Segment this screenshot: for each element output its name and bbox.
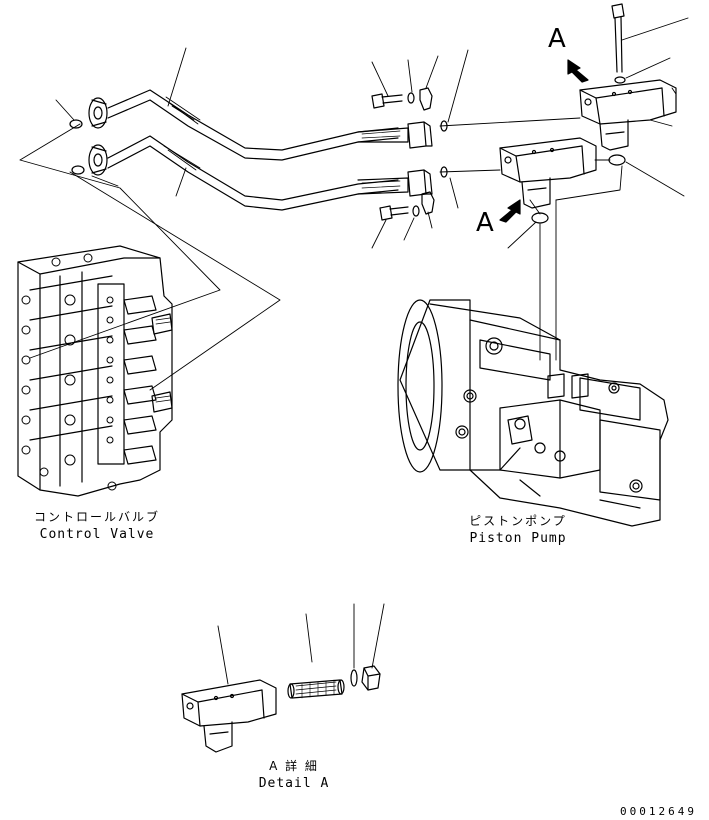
o-ring-upper-flange (69, 119, 83, 129)
detail-a-label-jp: A 詳 細 (269, 759, 319, 773)
view-arrow-top (567, 59, 589, 83)
washer-upper (407, 92, 415, 104)
valve-block-lower (499, 137, 597, 209)
control-valve-label-jp: コントロールバルブ (33, 510, 161, 524)
view-arrow-mid (499, 199, 521, 223)
washer-long-bolt (614, 76, 626, 84)
view-marker-top: A (548, 24, 566, 54)
detail-a-block (181, 679, 277, 753)
piston-pump-drawing (397, 299, 669, 527)
lower-pipe (107, 135, 409, 211)
upper-flange (88, 97, 108, 129)
clip-lower (421, 191, 435, 215)
leader-lines (55, 17, 689, 685)
detail-a-label-en: Detail A (258, 776, 330, 791)
long-bolt (611, 3, 625, 73)
detail-a-plug (361, 665, 381, 691)
o-ring-upper-block (608, 154, 626, 166)
o-ring-lower-flange (71, 165, 85, 175)
upper-pipe (107, 89, 409, 161)
clip-upper (419, 87, 433, 111)
detail-a-o-ring (350, 669, 358, 687)
control-valve-drawing (17, 245, 173, 497)
assembly-lines (19, 117, 623, 391)
control-valve-label-en: Control Valve (39, 527, 155, 542)
upper-sleeve (407, 121, 433, 149)
detail-a-spool (287, 679, 345, 699)
drawing-number: 00012649 (620, 805, 697, 818)
washer-lower (412, 205, 420, 217)
bolt-lower (379, 205, 409, 221)
o-ring-lower-block (531, 212, 549, 224)
piston-pump-label-jp: ピストンポンプ (469, 514, 567, 528)
piston-pump-label-en: Piston Pump (469, 531, 567, 546)
lower-sleeve (407, 169, 433, 197)
bolt-upper (371, 93, 403, 109)
view-marker-mid: A (476, 208, 494, 238)
lower-flange (88, 144, 108, 176)
valve-block-upper (579, 79, 677, 151)
